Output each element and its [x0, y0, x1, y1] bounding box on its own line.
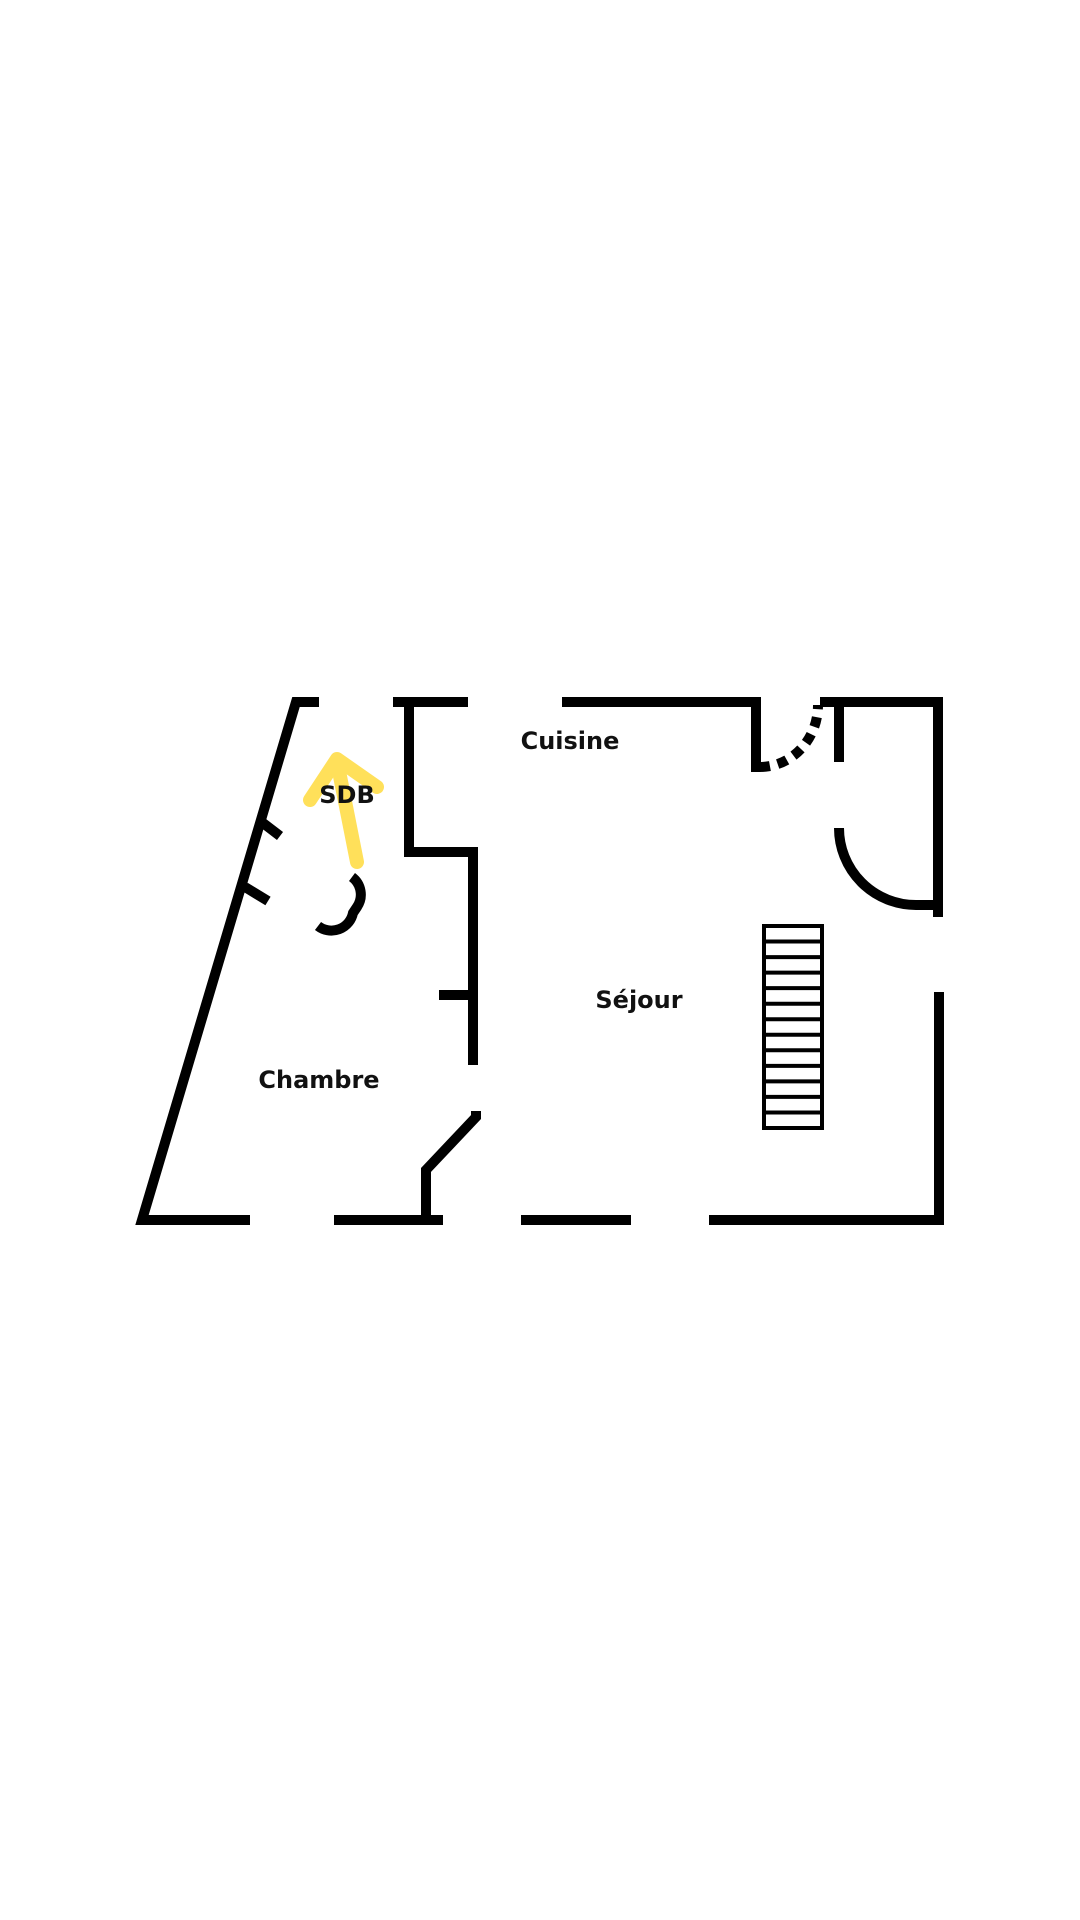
window-tick-2 — [242, 882, 271, 906]
wall-chambre-door — [421, 1111, 481, 1220]
window-tick-1 — [259, 819, 284, 840]
door-swing-kitchen — [759, 704, 823, 772]
room-label-sdb: SDB — [319, 781, 375, 809]
room-label-sejour: Séjour — [595, 986, 682, 1014]
wall-cuisine-top — [562, 697, 761, 772]
stairs-outline — [762, 924, 824, 1130]
direction-arrow-icon — [303, 752, 384, 869]
wall-sdb-inner — [404, 702, 478, 1065]
stairs-icon — [762, 924, 824, 1130]
wall-top-left — [135, 697, 319, 1225]
door-swing-right — [834, 827, 938, 910]
room-label-cuisine: Cuisine — [521, 727, 620, 755]
wall-top-right — [820, 697, 943, 917]
toilet-icon — [314, 872, 366, 936]
walls — [135, 697, 944, 1225]
room-label-chambre: Chambre — [258, 1066, 379, 1094]
